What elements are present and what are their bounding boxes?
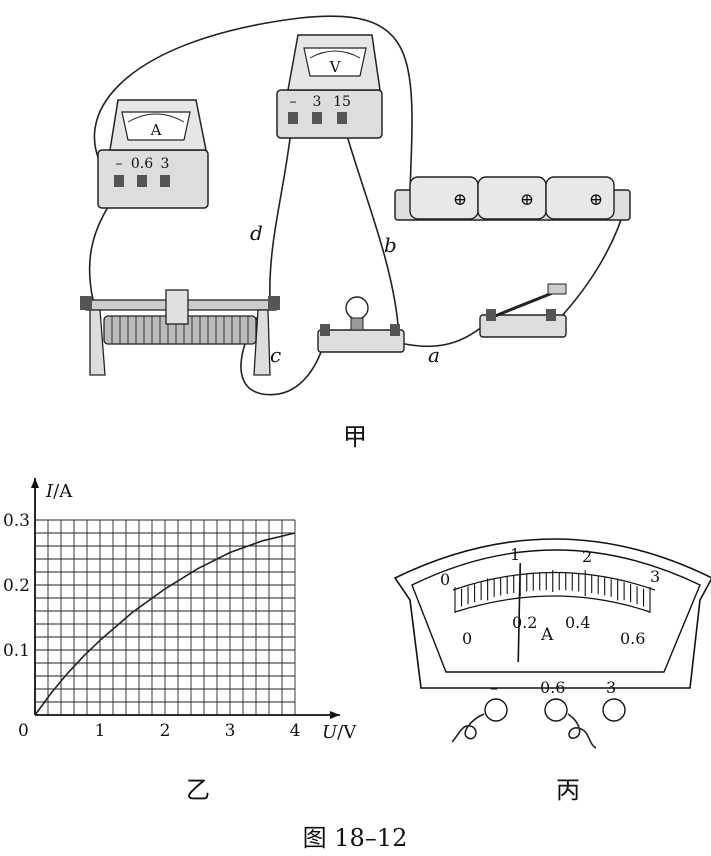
dial-lower-0.2: 0.2: [512, 613, 537, 632]
ammeter: A – 0.6 3: [97, 99, 209, 209]
lead-wire-left: [451, 713, 485, 743]
wire-label-a: a: [428, 343, 440, 367]
graph-grid: [34, 519, 296, 716]
dial-lower-0.4: 0.4: [565, 613, 590, 632]
x-axis-label: U/V: [322, 722, 357, 743]
y-axis-unit: /A: [53, 481, 73, 502]
x-axis-unit: /V: [337, 722, 357, 743]
voltmeter-symbol: V: [329, 58, 342, 76]
x-tick-label: 2: [160, 721, 171, 741]
dial-upper-3: 3: [650, 567, 660, 586]
ammeter-symbol: A: [150, 121, 162, 139]
y-tick-label: 0.1: [3, 641, 30, 661]
dial-arc-upper: [452, 571, 656, 591]
wire-label-d: d: [250, 221, 263, 245]
figure-caption: 图 18–12: [303, 824, 408, 852]
dial-terminal-0.6: 0.6: [540, 678, 565, 697]
battery-pack: ⊕ ⊕ ⊕: [394, 176, 631, 221]
voltmeter-terminal-3: 3: [313, 94, 322, 110]
wire-a: [399, 321, 489, 348]
dial-upper-1: 1: [510, 545, 520, 564]
lamp: [317, 296, 405, 353]
switch: [479, 283, 567, 338]
wire-top-loop: [93, 15, 413, 191]
dial-arc-lower: [454, 595, 651, 613]
dial-unit: A: [540, 625, 554, 645]
ammeter-terminal-0.6: 0.6: [131, 156, 153, 172]
dial-terminal-3: 3: [606, 678, 616, 697]
lead-wire-right: [567, 713, 597, 749]
dial-upper-2: 2: [582, 547, 592, 566]
x-tick-label: 4: [290, 721, 301, 741]
x-axis-arrow: [330, 711, 340, 719]
x-axis-var: U: [322, 722, 338, 743]
dial-lower-0: 0: [462, 629, 472, 648]
y-axis-arrow: [31, 478, 39, 488]
battery-plus-3: ⊕: [589, 190, 603, 210]
circuit-diagram: A – 0.6 3 V – 3 15 ⊕: [80, 15, 631, 396]
wire-label-b: b: [384, 233, 397, 257]
terminal-knob-3: [602, 698, 626, 722]
graph-tick-labels: 1 2 3 4 0.1 0.2 0.3: [3, 511, 300, 741]
battery-plus-2: ⊕: [520, 190, 534, 210]
x-tick-label: 3: [225, 721, 236, 741]
ammeter-terminal-3: 3: [161, 156, 170, 172]
ammeter-dial: 0 1 2 3 0 0.2 0.4 0.6 A – 0.6 3: [393, 538, 711, 749]
voltmeter: V – 3 15: [276, 34, 383, 139]
wire-label-c: c: [270, 343, 281, 367]
terminal-knob-minus: [484, 698, 508, 722]
panel-label-jia: 甲: [343, 423, 367, 451]
battery-plus-1: ⊕: [453, 190, 467, 210]
iu-graph: 1 2 3 4 0.1 0.2 0.3 0 I/A U/V: [3, 478, 357, 743]
ammeter-terminal-minus: –: [116, 156, 123, 172]
voltmeter-terminal-15: 15: [333, 94, 351, 110]
terminal-knob-0.6: [544, 698, 568, 722]
graph-origin-label: 0: [18, 721, 29, 741]
dial-terminal-minus: –: [490, 678, 498, 697]
panel-label-yi: 乙: [186, 776, 210, 804]
dial-needle: [517, 563, 522, 663]
rheostat: [80, 289, 280, 376]
y-axis-var: I: [45, 481, 54, 502]
dial-scale: [454, 570, 651, 613]
wire-d: [269, 121, 293, 301]
panel-label-bing: 丙: [556, 776, 580, 804]
wire-switch-to-battery: [559, 203, 627, 319]
y-tick-label: 0.3: [3, 511, 30, 531]
voltmeter-terminal-minus: –: [290, 94, 297, 110]
dial-face: [393, 538, 711, 689]
wire-b: [342, 121, 399, 326]
x-tick-label: 1: [95, 721, 106, 741]
graph-axes: [31, 478, 340, 719]
iu-curve: [34, 532, 296, 716]
y-axis-label: I/A: [45, 481, 73, 502]
dial-lower-0.6: 0.6: [620, 629, 645, 648]
dial-upper-0: 0: [440, 570, 450, 589]
y-tick-label: 0.2: [3, 576, 30, 596]
